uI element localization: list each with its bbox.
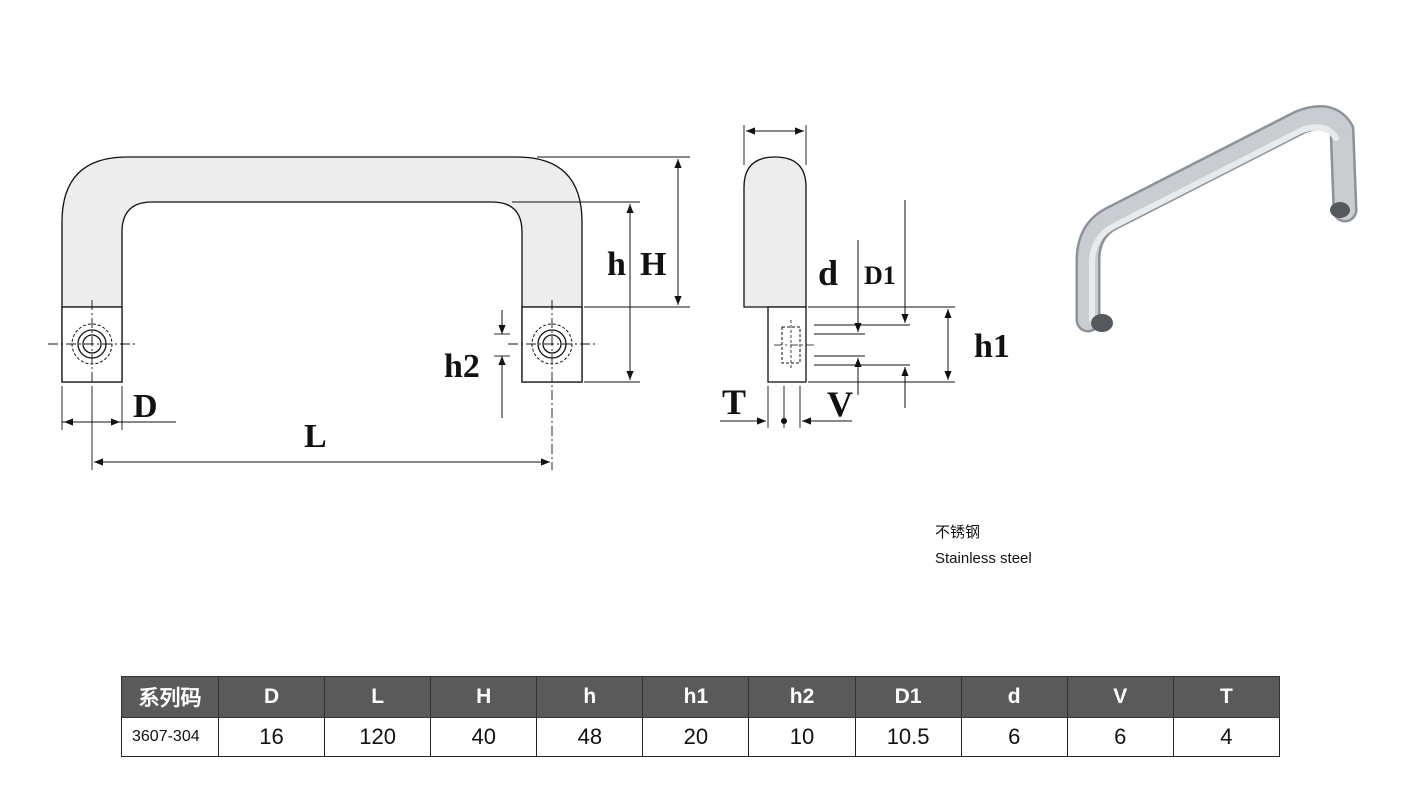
mounting-hole-right bbox=[508, 300, 596, 470]
material-label-en: Stainless steel bbox=[935, 550, 1032, 567]
front-view: H h h2 D L bbox=[48, 156, 690, 470]
cell-L: 120 bbox=[324, 717, 432, 757]
label-T: T bbox=[722, 382, 746, 422]
header-d: d bbox=[960, 676, 1068, 718]
side-view: d D1 h1 T V bbox=[720, 125, 1010, 428]
header-L: L bbox=[324, 676, 432, 718]
product-photo bbox=[1075, 105, 1358, 333]
material-label-cn: 不锈钢 bbox=[935, 524, 981, 541]
cell-H: 40 bbox=[430, 717, 538, 757]
header-V: V bbox=[1066, 676, 1174, 718]
header-D1: D1 bbox=[854, 676, 962, 718]
cell-V: 6 bbox=[1066, 717, 1174, 757]
spec-table: 系列码 D L H h h1 h2 D1 d V T 3607-304 16 1… bbox=[121, 676, 1281, 757]
label-V: V bbox=[827, 384, 853, 424]
cell-D: 16 bbox=[217, 717, 326, 757]
label-d: d bbox=[818, 253, 838, 293]
mounting-hole-left bbox=[48, 300, 136, 385]
cell-d: 6 bbox=[960, 717, 1068, 757]
cell-series-code: 3607-304 bbox=[121, 717, 219, 757]
header-H: H bbox=[430, 676, 538, 718]
handle-front-outline bbox=[61, 156, 583, 383]
handle-side-outline bbox=[743, 156, 807, 308]
table-header-row: 系列码 D L H h h1 h2 D1 d V T bbox=[121, 676, 1281, 718]
cell-h: 48 bbox=[536, 717, 644, 757]
cell-h1: 20 bbox=[642, 717, 750, 757]
label-D1: D1 bbox=[864, 261, 896, 290]
header-h1: h1 bbox=[642, 676, 750, 718]
header-h2: h2 bbox=[748, 676, 856, 718]
cell-D1: 10.5 bbox=[854, 717, 962, 757]
header-T: T bbox=[1172, 676, 1281, 718]
header-h: h bbox=[536, 676, 644, 718]
label-h: h bbox=[607, 246, 626, 283]
header-series-code: 系列码 bbox=[121, 676, 219, 718]
label-H: H bbox=[640, 246, 666, 283]
label-h1: h1 bbox=[974, 328, 1010, 365]
cell-T: 4 bbox=[1172, 717, 1281, 757]
label-h2: h2 bbox=[444, 348, 480, 385]
label-L: L bbox=[304, 418, 327, 455]
table-row: 3607-304 16 120 40 48 20 10 10.5 6 6 4 bbox=[121, 717, 1281, 757]
label-D: D bbox=[133, 388, 158, 425]
cell-h2: 10 bbox=[748, 717, 856, 757]
header-D: D bbox=[217, 676, 326, 718]
